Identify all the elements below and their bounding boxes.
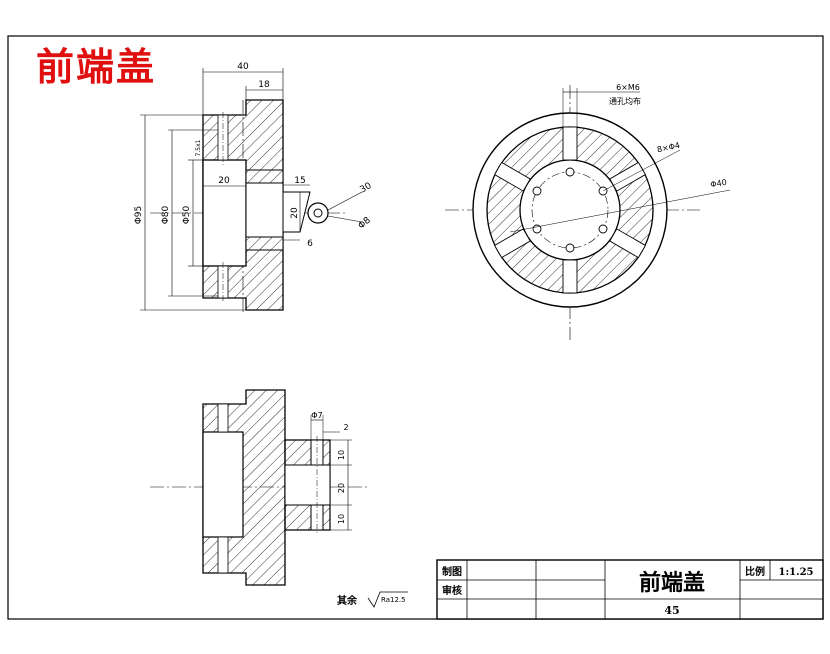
- dim-20-section: 20: [337, 483, 346, 493]
- tb-material: 45: [664, 604, 679, 617]
- dim-phi7: Φ7: [311, 411, 322, 420]
- dim-phi8: Φ8: [357, 215, 373, 231]
- tb-drawn-label: 制图: [442, 565, 462, 578]
- dim-6xm6: 6×M6: [616, 83, 640, 92]
- dim-30: 30: [359, 181, 374, 196]
- roughness-prefix: 其余: [337, 594, 358, 607]
- dim-15: 15: [294, 176, 305, 186]
- end-view: 6×M6 通孔均布 8×Φ4 Φ40: [445, 83, 731, 340]
- dim-phi40: Φ40: [710, 178, 728, 190]
- tb-part-name: 前端盖: [639, 570, 705, 596]
- tb-checked-label: 审核: [442, 584, 462, 597]
- dim-10b: 10: [337, 514, 346, 524]
- note-through-holes: 通孔均布: [609, 96, 641, 106]
- title-block: 制图 审核 前端盖 比例 1:1.25 45: [436, 559, 824, 620]
- dim-phi80: Φ80: [161, 205, 171, 224]
- dim-phi50: Φ50: [182, 205, 192, 224]
- dim-18: 18: [258, 80, 270, 90]
- roughness-value: Ra12.5: [381, 596, 406, 604]
- dim-8xphi4: 8×Φ4: [656, 141, 681, 155]
- roughness-note: 其余 Ra12.5: [337, 591, 408, 608]
- drawing-title: 前端盖: [36, 44, 157, 89]
- front-section-view: 40 18 Φ95 Φ80 Φ50 7.5x1 20 15 20 6 30 Φ8: [134, 62, 374, 312]
- tb-scale-value: 1:1.25: [778, 567, 813, 578]
- side-section-view: Φ7 2 10 20 10: [150, 389, 370, 586]
- dim-40: 40: [237, 62, 249, 72]
- dim-phi95: Φ95: [134, 206, 144, 225]
- dim-2: 2: [343, 423, 348, 432]
- tb-scale-label: 比例: [745, 565, 765, 578]
- dim-20b: 20: [290, 207, 300, 219]
- dim-10a: 10: [337, 450, 346, 460]
- dim-20: 20: [218, 176, 230, 186]
- dim-6: 6: [307, 239, 313, 249]
- drawing-border: [7, 35, 824, 620]
- dim-small: 7.5x1: [195, 139, 202, 156]
